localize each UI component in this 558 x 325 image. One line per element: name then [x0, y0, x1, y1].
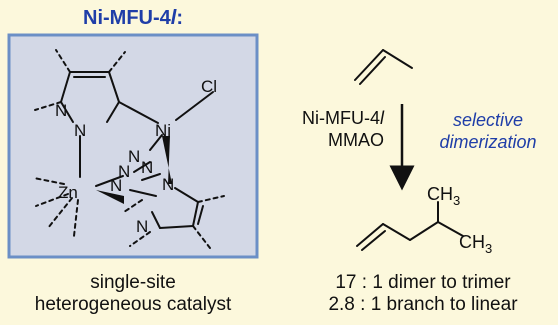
process-label-2: dimerization	[439, 132, 536, 152]
reactant-propene	[354, 49, 413, 85]
atom-label-n: N	[74, 121, 86, 140]
right-caption-line-1: 17 : 1 dimer to trimer	[335, 272, 511, 293]
atom-label-n: N	[118, 162, 130, 181]
right-caption: 17 : 1 dimer to trimer 2.8 : 1 branch to…	[300, 272, 546, 316]
product-ch3-top-label: CH3	[427, 184, 460, 208]
atom-label-ni: Ni	[155, 121, 171, 140]
process-label-1: selective	[453, 110, 523, 130]
left-caption-line-1: single-site	[90, 272, 176, 293]
product-4-methyl-1-pentene	[356, 201, 464, 251]
atom-label-zn: Zn	[58, 183, 78, 202]
structure-bonds	[33, 49, 225, 249]
atom-label-n: N	[136, 217, 148, 236]
atom-label-n: N	[141, 158, 153, 177]
left-caption: single-site heterogeneous catalyst	[0, 272, 266, 316]
atom-label-n: N	[128, 147, 140, 166]
atom-label-cl: Cl	[201, 77, 217, 96]
right-caption-line-2: 2.8 : 1 branch to linear	[328, 294, 518, 315]
wedge-bond-ni-n	[162, 136, 172, 184]
atom-label-n: N	[55, 101, 67, 120]
wedge-bond-zn-n	[96, 190, 124, 204]
catalyst-label: Ni-MFU-4l	[302, 108, 385, 128]
left-caption-line-2: heterogeneous catalyst	[34, 294, 232, 315]
atom-label-n: N	[110, 176, 122, 195]
product-ch3-bottom-label: CH3	[459, 232, 492, 256]
cocatalyst-label: MMAO	[328, 130, 384, 150]
structure-panel	[7, 33, 259, 259]
title: Ni-MFU-4l:	[83, 7, 183, 29]
atom-label-n: N	[162, 175, 174, 194]
